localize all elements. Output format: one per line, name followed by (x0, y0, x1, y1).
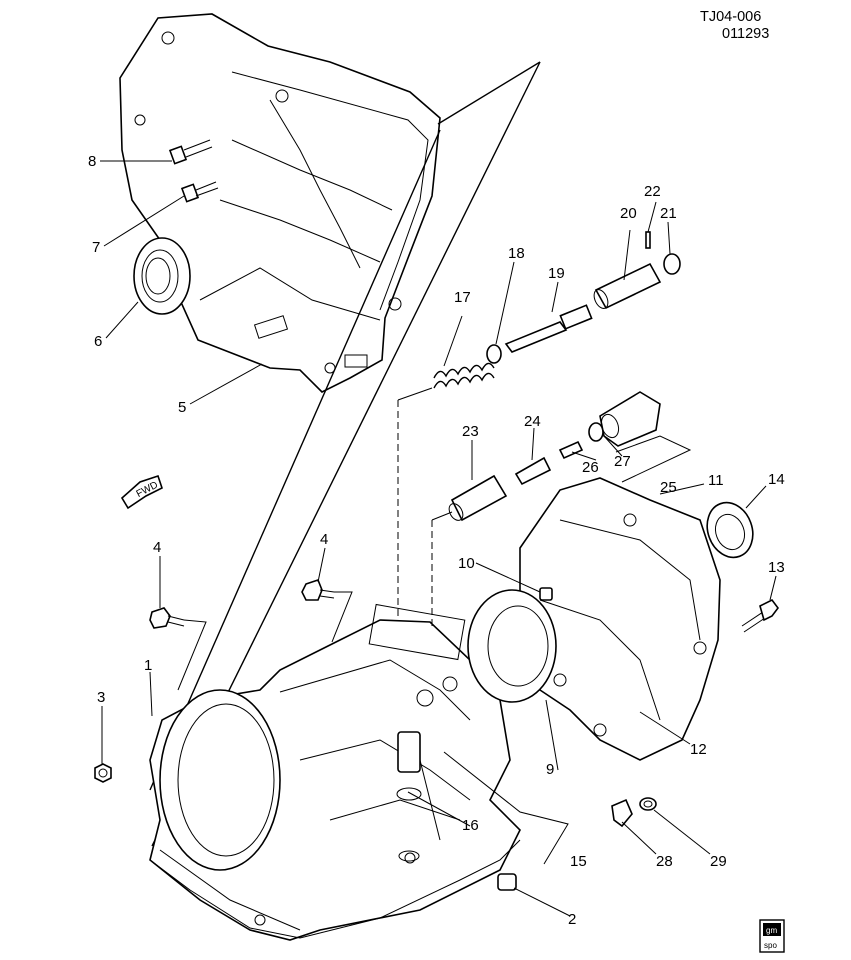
pin-22 (645, 231, 651, 249)
sleeve-23 (448, 474, 508, 522)
rear-seal (706, 501, 754, 559)
governor-25 (599, 391, 661, 447)
reference-code: TJ04-006 (700, 9, 761, 25)
callout-20: 20 (620, 205, 637, 222)
callout-7: 7 (92, 239, 100, 256)
o-ring-27 (588, 422, 604, 442)
washer-18 (486, 344, 502, 364)
callout-11: 11 (708, 472, 724, 489)
callout-27: 27 (614, 453, 631, 470)
bolt-13 (741, 598, 779, 633)
bolt-8 (168, 139, 213, 165)
callout-16: 16 (462, 817, 479, 834)
spring-29 (639, 797, 657, 811)
bell-housing (119, 13, 441, 393)
callout-15: 15 (570, 853, 587, 870)
callout-29: 29 (710, 853, 727, 870)
svg-text:spo: spo (764, 941, 777, 950)
callout-28: 28 (656, 853, 673, 870)
drain-plug (497, 873, 517, 891)
bolt-10 (539, 587, 553, 601)
extension-housing (519, 477, 721, 761)
callout-4-right: 4 (320, 531, 328, 548)
callout-6: 6 (94, 333, 102, 350)
svg-text:gm: gm (766, 926, 777, 935)
callout-24: 24 (524, 413, 541, 430)
valve-24 (514, 456, 552, 486)
callout-3: 3 (97, 689, 105, 706)
bolt-4-right (301, 579, 335, 601)
front-seal (133, 237, 191, 315)
callout-19: 19 (548, 265, 565, 282)
transmission-case (149, 603, 521, 941)
bolt-7 (180, 181, 219, 203)
callout-5: 5 (178, 399, 186, 416)
callout-9: 9 (546, 761, 554, 778)
speed-sensor (396, 731, 422, 862)
forward-arrow-icon: FWD (120, 474, 163, 510)
nut-3 (94, 763, 112, 783)
callout-25: 25 (660, 479, 677, 496)
callout-14: 14 (768, 471, 785, 488)
reference-date: 011293 (722, 26, 769, 42)
callout-12: 12 (690, 741, 707, 758)
valve-19 (504, 304, 593, 353)
callout-13: 13 (768, 559, 785, 576)
bolt-4-left (149, 607, 185, 629)
spring-26 (558, 440, 584, 460)
o-ring-21 (663, 253, 681, 275)
valve-sleeve-20 (593, 262, 662, 310)
callout-23: 23 (462, 423, 479, 440)
callout-18: 18 (508, 245, 525, 262)
spring-17 (433, 362, 495, 389)
callout-17: 17 (454, 289, 471, 306)
callout-10: 10 (458, 555, 475, 572)
callout-22: 22 (644, 183, 661, 200)
callout-26: 26 (582, 459, 599, 476)
gm-spo-logo: gm spo (759, 919, 785, 953)
callout-4-left: 4 (153, 539, 161, 556)
callout-8: 8 (88, 153, 96, 170)
callout-2: 2 (568, 911, 576, 928)
gasket (467, 589, 557, 703)
callout-1: 1 (144, 657, 152, 674)
callout-21: 21 (660, 205, 677, 222)
clip-28 (611, 798, 633, 828)
